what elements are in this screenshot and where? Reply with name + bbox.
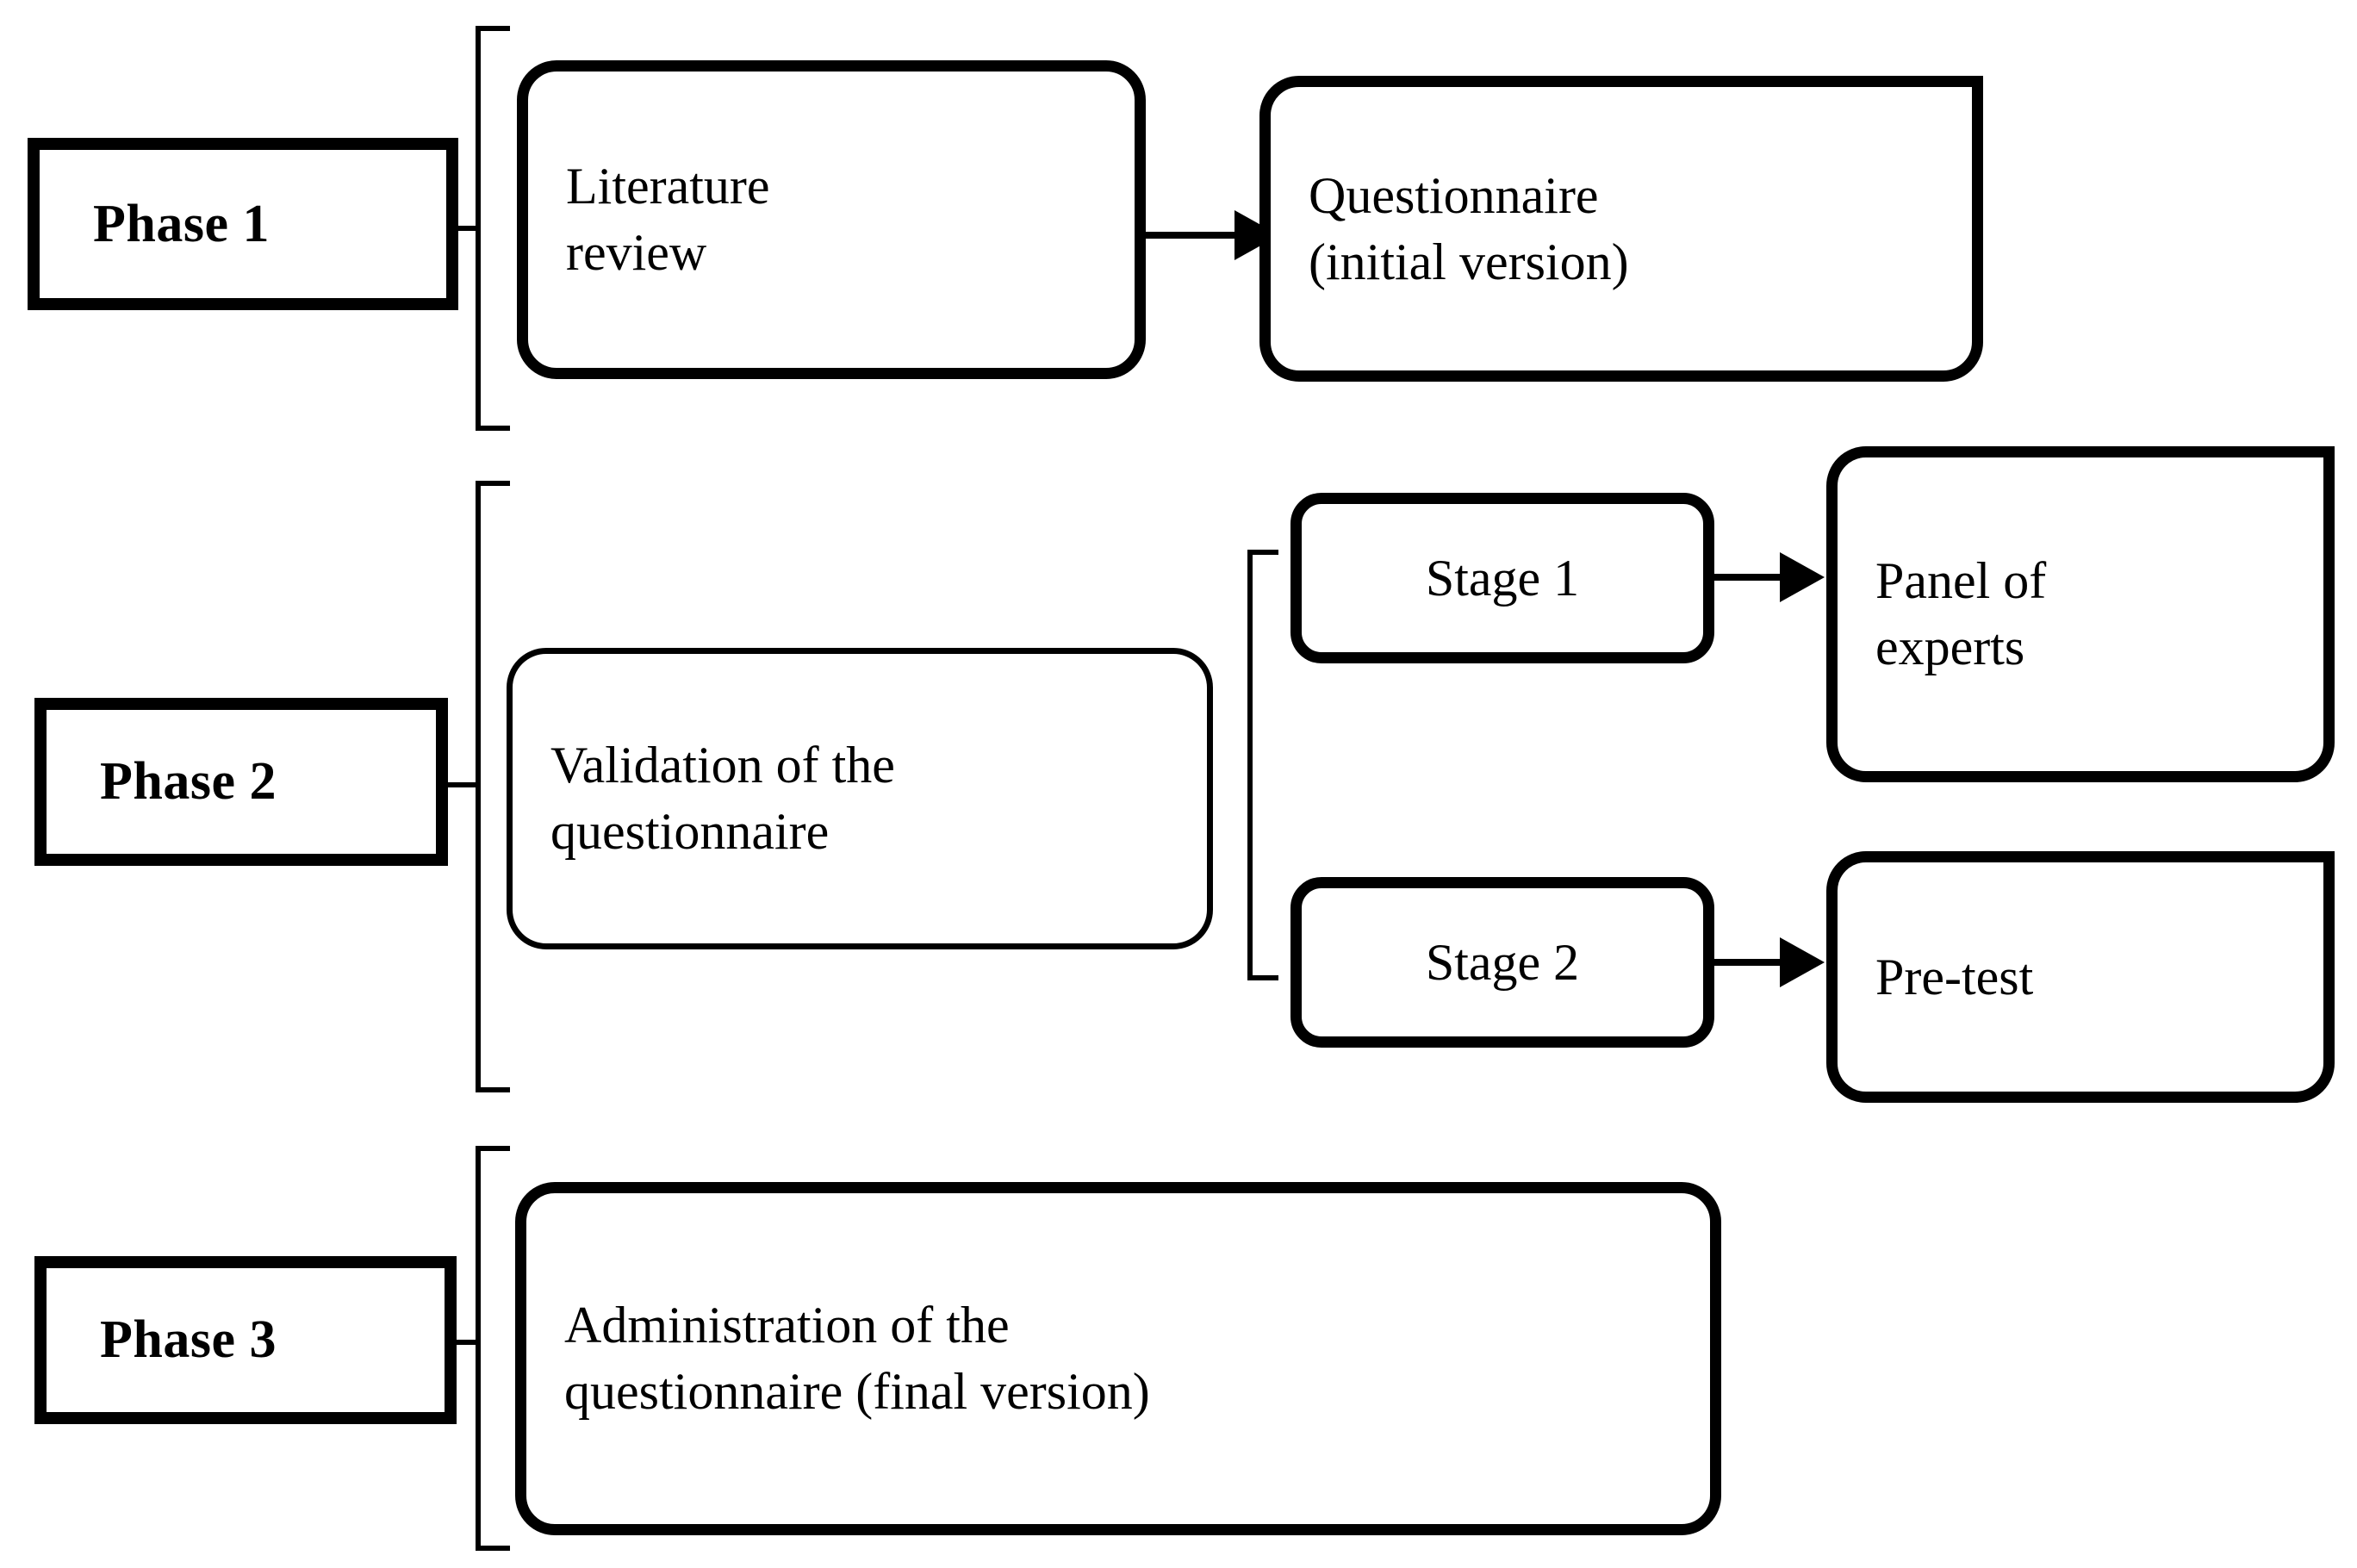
bracket-tick-top: [476, 481, 510, 486]
questionnaire-initial-line-2: (initial version): [1309, 233, 1629, 290]
node-literature-review-label: Literature review: [528, 153, 808, 286]
bracket-tick-top: [476, 26, 510, 31]
panel-line-1: Panel of: [1875, 552, 2047, 610]
bracket-tick-middle: [446, 782, 481, 787]
arrow-shaft: [1714, 574, 1782, 581]
phase-1-label-box: Phase 1: [28, 138, 458, 310]
phase-2-label-box: Phase 2: [34, 698, 448, 866]
administration-line-2: questionnaire (final version): [564, 1363, 1150, 1420]
node-stage-2: Stage 2: [1290, 877, 1714, 1048]
bracket-tick-bottom: [1247, 975, 1278, 980]
arrow-head: [1780, 552, 1825, 602]
bracket-stem: [1247, 550, 1253, 980]
phase-3-label-box: Phase 3: [34, 1256, 457, 1424]
panel-line-2: experts: [1875, 619, 2025, 675]
bracket-tick-middle: [446, 1340, 481, 1345]
literature-review-line-1: Literature: [566, 158, 770, 215]
node-administration-questionnaire-label: Administration of the questionnaire (fin…: [526, 1292, 1188, 1425]
node-validation-questionnaire: Validation of the questionnaire: [507, 648, 1213, 949]
node-literature-review: Literature review: [517, 60, 1146, 379]
bracket-tick-top: [476, 1146, 510, 1151]
phase-3-bracket: [446, 1146, 510, 1551]
phase-1-bracket: [446, 26, 510, 431]
bracket-tick-bottom: [476, 1087, 510, 1092]
stages-bracket: [1247, 550, 1278, 980]
phase-2-label: Phase 2: [100, 752, 277, 812]
node-stage-1: Stage 1: [1290, 493, 1714, 663]
arrow-shaft: [1714, 959, 1782, 966]
node-panel-of-experts: Panel of experts: [1826, 446, 2335, 782]
phase-2-bracket: [446, 481, 510, 1092]
node-stage-2-label: Stage 2: [1425, 933, 1580, 991]
arrow-shaft: [1146, 232, 1236, 239]
node-pre-test: Pre-test: [1826, 851, 2335, 1103]
administration-line-1: Administration of the: [564, 1297, 1010, 1354]
bracket-tick-bottom: [476, 1546, 510, 1551]
phase-1-label: Phase 1: [93, 194, 270, 253]
questionnaire-initial-line-1: Questionnaire: [1309, 166, 1599, 224]
validation-line-1: Validation of the: [550, 737, 895, 794]
arrow-head: [1780, 937, 1825, 987]
phase-3-label: Phase 3: [100, 1310, 277, 1370]
node-administration-questionnaire: Administration of the questionnaire (fin…: [515, 1182, 1721, 1535]
bracket-tick-middle: [446, 226, 481, 231]
validation-line-2: questionnaire: [550, 803, 830, 860]
node-stage-1-label: Stage 1: [1425, 549, 1580, 607]
literature-review-line-2: review: [566, 224, 707, 281]
node-questionnaire-initial: Questionnaire (initial version): [1259, 76, 1983, 382]
bracket-tick-bottom: [476, 426, 510, 431]
node-pre-test-label: Pre-test: [1875, 948, 2034, 1005]
node-panel-of-experts-label: Panel of experts: [1838, 548, 2084, 681]
bracket-stem: [476, 1146, 481, 1551]
node-validation-questionnaire-label: Validation of the questionnaire: [513, 732, 933, 865]
node-questionnaire-initial-label: Questionnaire (initial version): [1271, 163, 1667, 296]
bracket-tick-top: [1247, 550, 1278, 555]
